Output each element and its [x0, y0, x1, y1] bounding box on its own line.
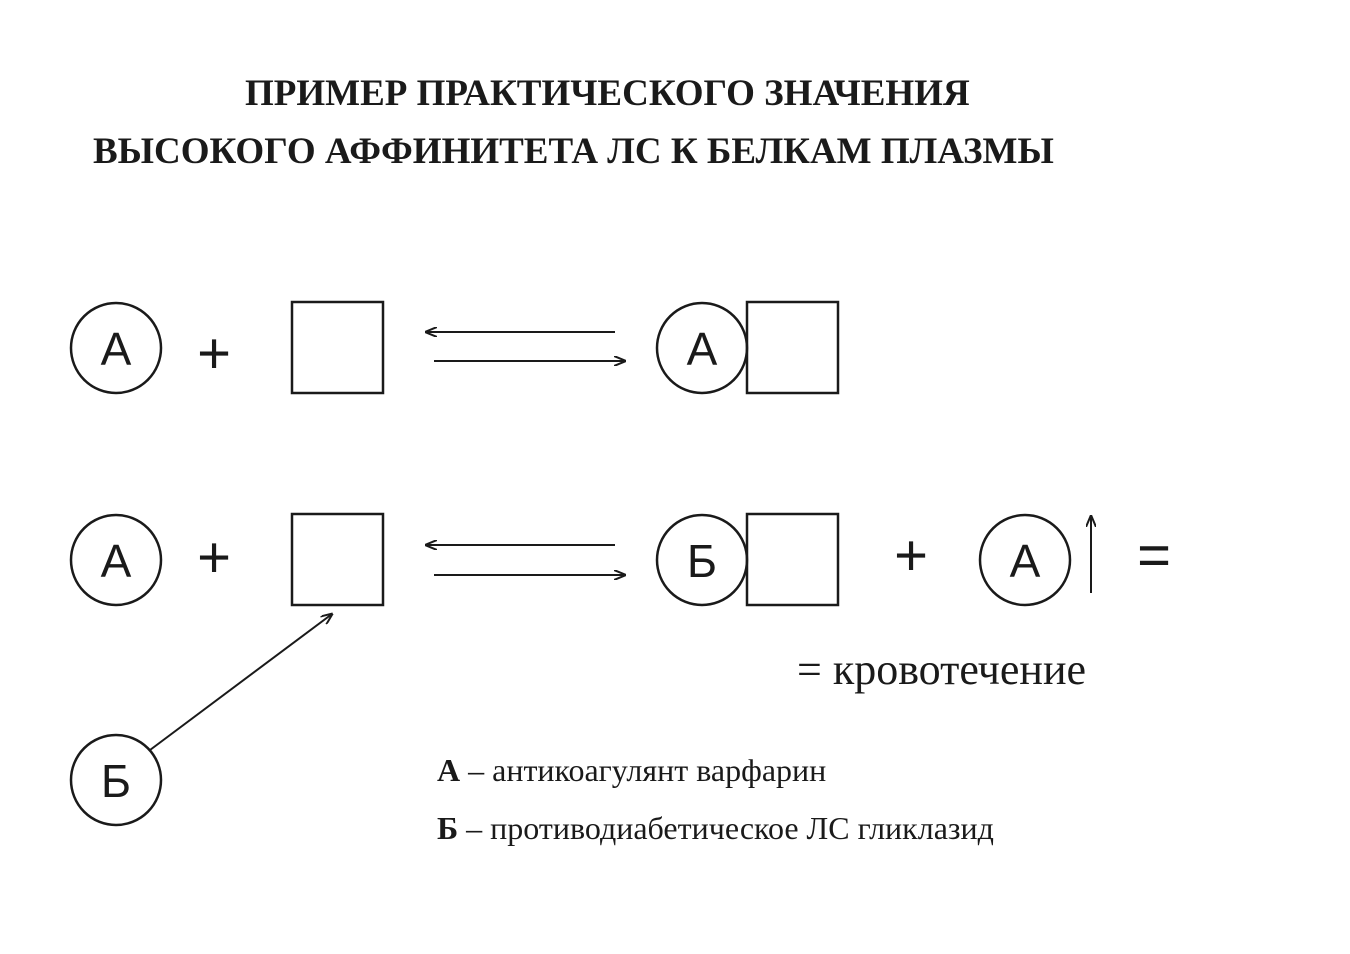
row1-equilibrium-arrows: [426, 332, 625, 361]
drug-b-binding: Б: [69, 614, 332, 827]
row2-plasma-protein-square: [290, 512, 385, 607]
row-1-equilibrium: А + А: [69, 300, 840, 395]
title-line-1: ПРИМЕР ПРАКТИЧЕСКОГО ЗНАЧЕНИЯ: [245, 73, 970, 114]
legend-item-b: Б – противодиабетическое ЛС гликлазид: [437, 812, 994, 844]
legend-item-a: А – антикоагулянт варфарин: [437, 754, 826, 786]
row2-equals-sign: =: [1137, 523, 1171, 588]
row2-plus-sign-2: +: [894, 523, 928, 588]
complex-square: [745, 512, 840, 607]
row1-plasma-protein-square: [290, 300, 385, 395]
circle-shape: [978, 513, 1072, 607]
row2-complex-b-label: Б: [687, 535, 717, 587]
binding-arrow: [149, 614, 332, 751]
row2-equilibrium-arrows: [426, 545, 625, 575]
row2-free-drug-a-circle: А: [978, 513, 1072, 607]
title-line-2: ВЫСОКОГО АФФИНИТЕТА ЛС К БЕЛКАМ ПЛАЗМЫ: [93, 131, 1054, 172]
row1-drug-a-label: А: [101, 323, 132, 375]
row-2-displacement: А + Б + А =: [69, 512, 1171, 607]
legend-desc-b: – противодиабетическое ЛС гликлазид: [458, 810, 994, 846]
circle-shape: [69, 301, 163, 395]
result-text: = кровотечение: [797, 645, 1087, 694]
complex-square: [745, 300, 840, 395]
row2-drug-a-circle: А: [69, 513, 163, 607]
row1-plus-sign: +: [197, 321, 231, 386]
row1-complex-a-protein: А: [655, 300, 840, 395]
circle-shape: [69, 733, 163, 827]
legend-key-b: Б: [437, 810, 459, 846]
legend-desc-a: – антикоагулянт варфарин: [460, 752, 827, 788]
row1-drug-a-circle: А: [69, 301, 163, 395]
drug-b-circle: Б: [69, 733, 163, 827]
row2-free-drug-a-label: А: [1010, 535, 1041, 587]
row2-complex-b-protein: Б: [655, 512, 840, 607]
row2-drug-a-label: А: [101, 535, 132, 587]
row2-plus-sign: +: [197, 525, 231, 590]
circle-shape: [69, 513, 163, 607]
row1-complex-a-label: А: [687, 323, 718, 375]
legend-key-a: А: [437, 752, 461, 788]
drug-b-label: Б: [101, 755, 131, 807]
